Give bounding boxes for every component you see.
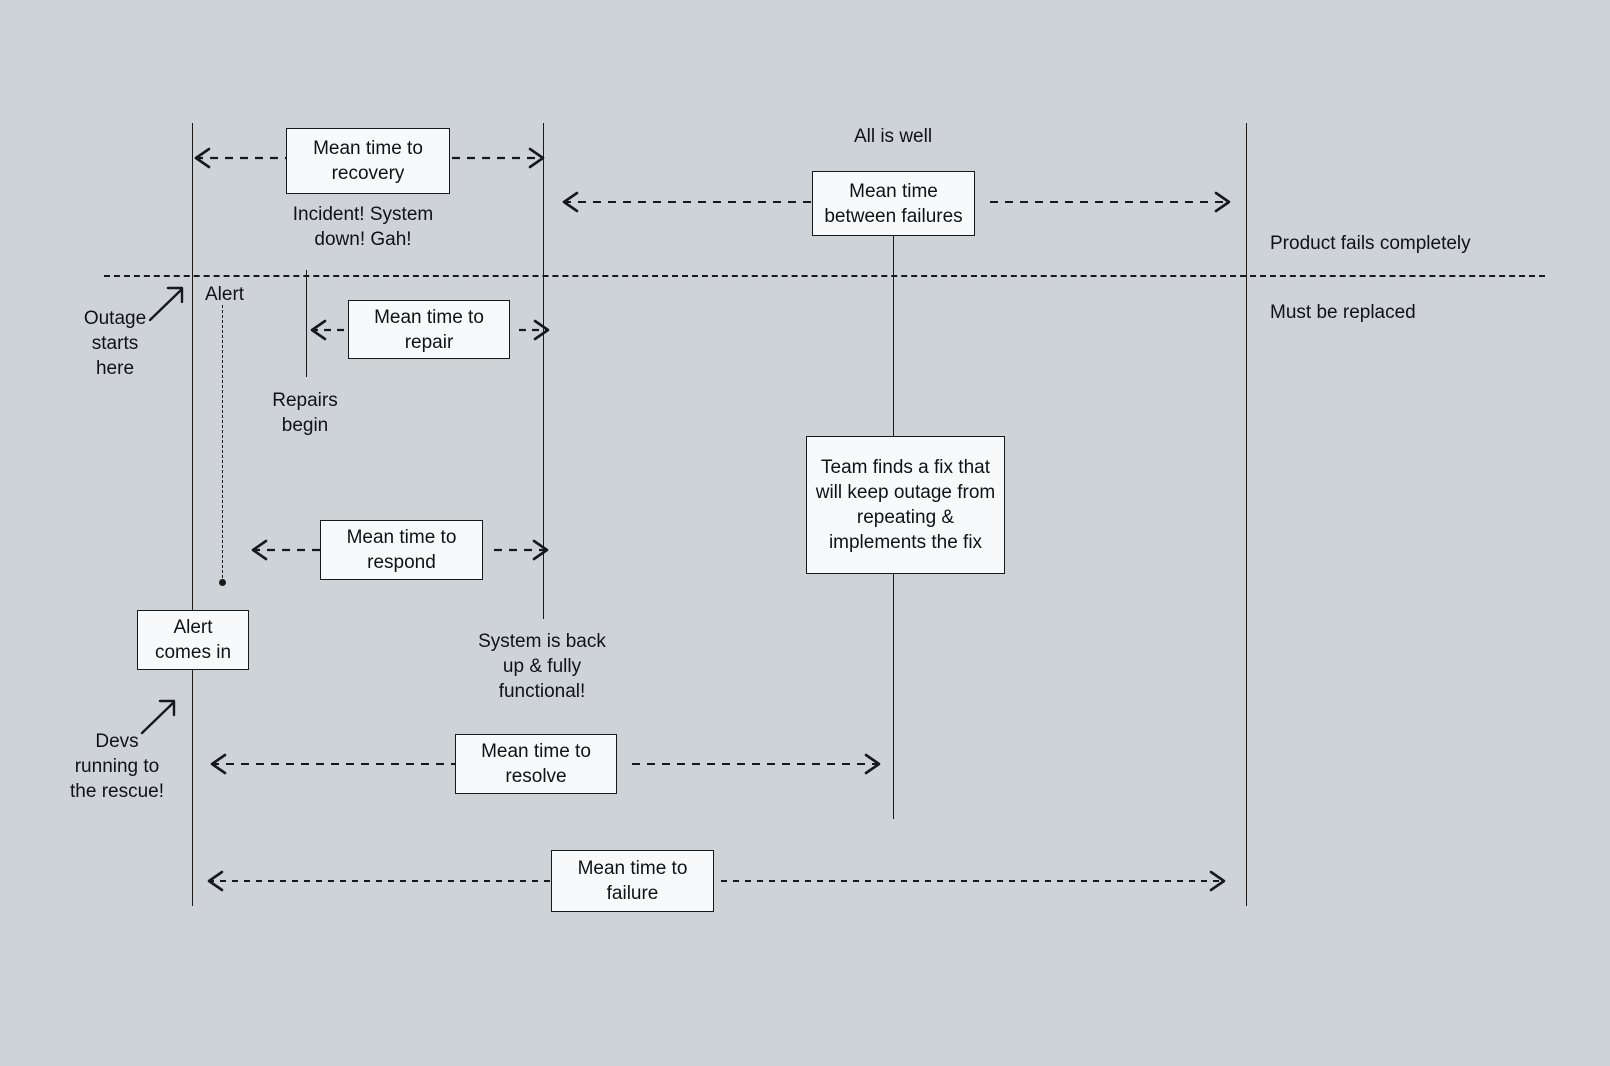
annotation-must-be-replaced: Must be replaced (1270, 302, 1416, 323)
annotation-incident-system-down: Incident! System down! Gah! (292, 204, 434, 250)
mttr-recovery-arrow-right (452, 146, 546, 170)
annotation-repairs-begin: Repairs begin (272, 390, 338, 436)
outage-starts-here-pointer-arrow (148, 284, 188, 322)
mttf-arrow-left (205, 869, 553, 893)
box-mean-time-between-failures[interactable]: Mean time between failures (812, 171, 975, 236)
box-mean-time-to-failure[interactable]: Mean time to failure (551, 850, 714, 912)
annotation-all-is-well: All is well (853, 126, 933, 147)
box-mean-time-to-resolve[interactable]: Mean time to resolve (455, 734, 617, 794)
timeline-product-fails-line (1246, 123, 1247, 906)
annotation-system-is-back-up: System is back up & fully functional! (478, 631, 606, 702)
alert-delivery-dashed-line (222, 305, 223, 583)
box-alert-comes-in[interactable]: Alert comes in (137, 610, 249, 670)
box-mean-time-to-respond[interactable]: Mean time to respond (320, 520, 483, 580)
box-mean-time-to-repair[interactable]: Mean time to repair (348, 300, 510, 359)
service-health-divider (104, 275, 1545, 277)
mtbf-arrow-right (990, 190, 1232, 214)
devs-running-pointer-arrow (140, 697, 180, 735)
mttr-resolve-arrow-left (208, 752, 458, 776)
timeline-repairs-begin-line (306, 270, 307, 377)
box-mean-time-to-recovery[interactable]: Mean time to recovery (286, 128, 450, 194)
mttr-recovery-arrow-left (192, 146, 298, 170)
mttr-respond-arrow-left (249, 538, 327, 562)
timeline-system-restored-line (543, 123, 544, 619)
annotation-devs-running-to-the-rescue: Devs running to the rescue! (70, 731, 164, 802)
mttr-respond-arrow-right (494, 538, 550, 562)
mttf-arrow-right (721, 869, 1227, 893)
mttr-resolve-arrow-right (632, 752, 882, 776)
annotation-outage-starts-here: Outage starts here (83, 308, 147, 379)
annotation-alert: Alert (205, 284, 245, 305)
alert-delivery-endpoint-dot (219, 579, 226, 586)
annotation-product-fails-completely: Product fails completely (1270, 233, 1471, 254)
timeline-outage-start-line (192, 123, 193, 906)
mtbf-arrow-left (560, 190, 815, 214)
mttr-repair-arrow-right (519, 318, 551, 342)
box-team-finds-a-fix[interactable]: Team finds a fix that will keep outage f… (806, 436, 1005, 574)
